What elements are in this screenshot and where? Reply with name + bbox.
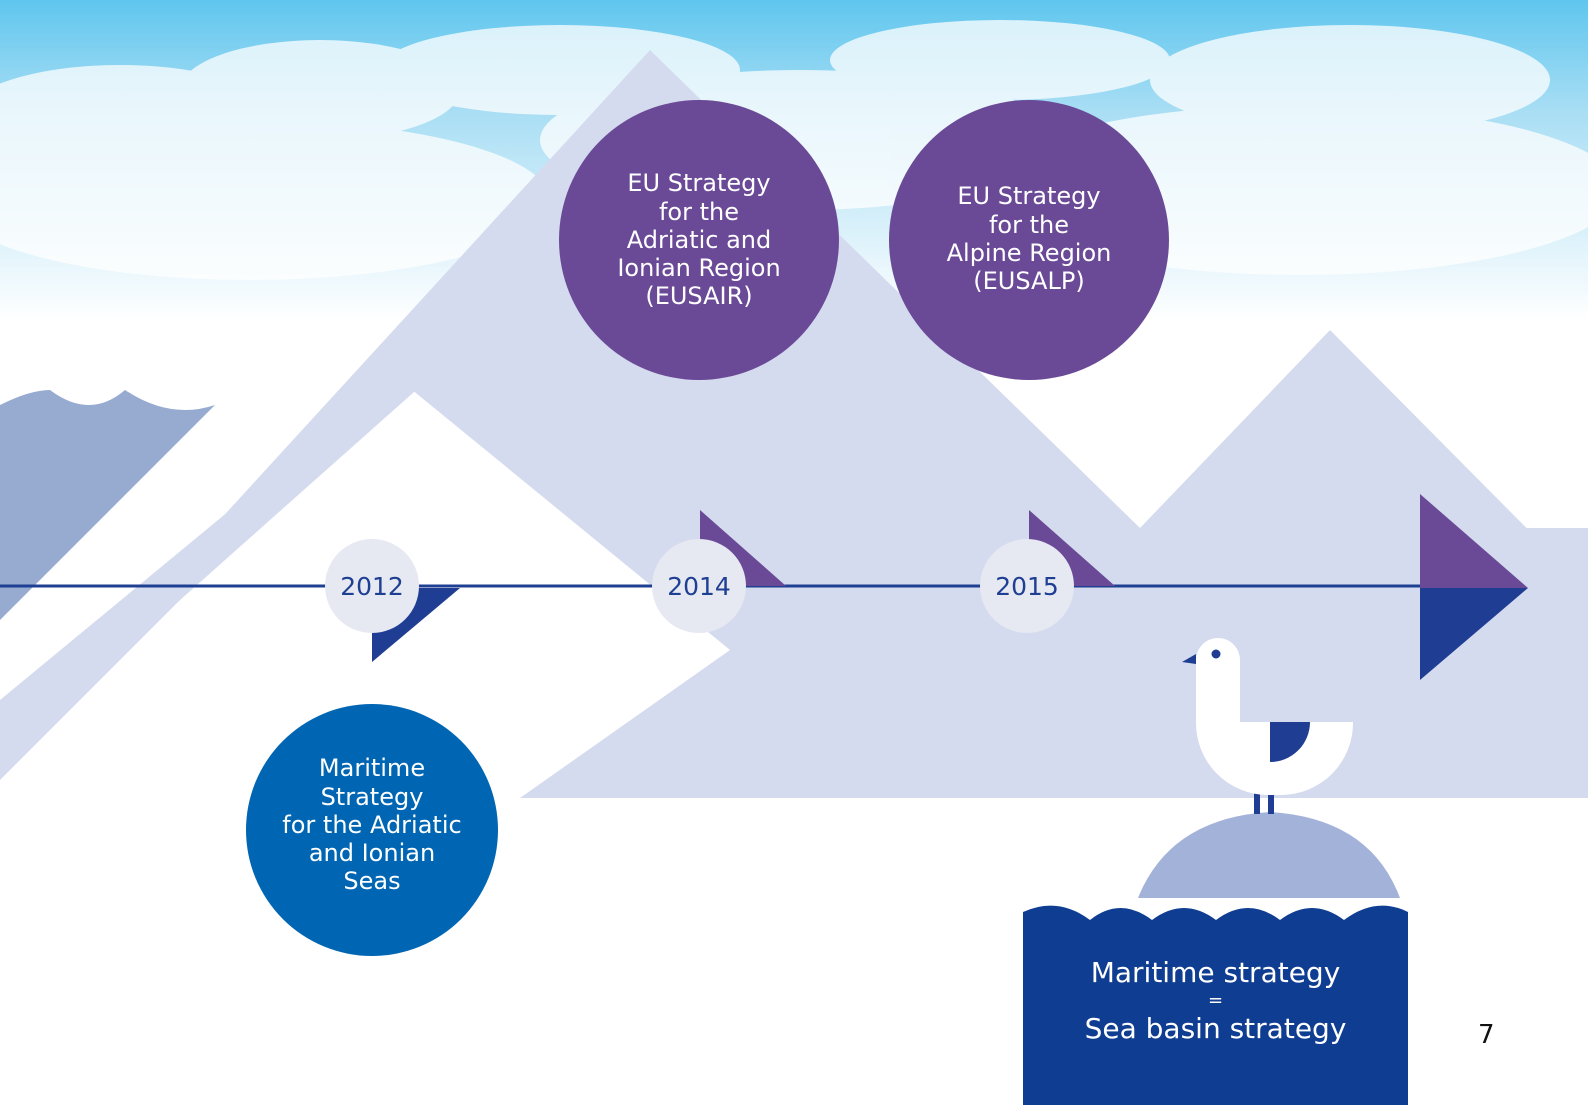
island-icon <box>1138 812 1400 898</box>
sea-box <box>1023 905 1408 1105</box>
circle-maritime-strategy <box>246 704 498 956</box>
circle-eusalp <box>889 100 1169 380</box>
sea-box-line1: Maritime strategy <box>1090 956 1341 989</box>
circle-eusair <box>559 100 839 380</box>
label-eusair: EU Strategy for the Adriatic and Ionian … <box>617 169 781 311</box>
sea-box-line3: Sea basin strategy <box>1084 1012 1347 1045</box>
sea-box-equals: = <box>1207 990 1224 1011</box>
sea-box-text: Maritime strategy = Sea basin strategy <box>1023 955 1408 1047</box>
seagull-icon <box>1182 638 1354 814</box>
page-number: 7 <box>1478 1020 1495 1050</box>
year-2012: 2012 <box>325 539 419 633</box>
label-maritime-strategy: Maritime Strategy for the Adriatic and I… <box>282 754 462 896</box>
mountain-shadow-line <box>0 345 450 760</box>
wave-icon <box>0 390 215 620</box>
year-2014: 2014 <box>652 539 746 633</box>
arrow-head-icon <box>1420 494 1528 680</box>
year-2015: 2015 <box>980 539 1074 633</box>
label-eusalp: EU Strategy for the Alpine Region (EUSAL… <box>946 182 1112 296</box>
